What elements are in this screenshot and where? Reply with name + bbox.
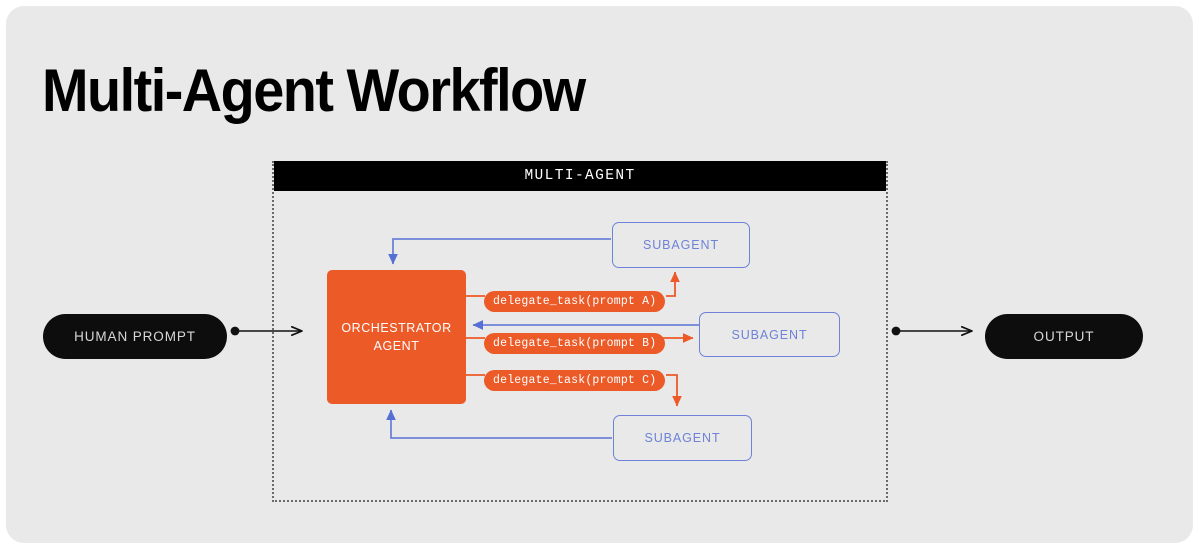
orchestrator-label-line1: ORCHESTRATOR xyxy=(341,321,452,335)
delegate-task-pill-b[interactable]: delegate_task(prompt B) xyxy=(484,333,666,354)
human-prompt-node[interactable]: HUMAN PROMPT xyxy=(43,314,227,359)
subagent-node-3[interactable]: SUBAGENT xyxy=(613,415,752,461)
output-connector-dot xyxy=(891,326,901,336)
orchestrator-label-line2: AGENT xyxy=(373,339,420,353)
subagent-node-1[interactable]: SUBAGENT xyxy=(612,222,750,268)
diagram-card: Multi-Agent Workflow MULTI-AGENT xyxy=(6,6,1193,543)
delegate-task-pill-c[interactable]: delegate_task(prompt C) xyxy=(484,370,666,391)
boundary-header-label: MULTI-AGENT xyxy=(274,161,886,191)
page-title: Multi-Agent Workflow xyxy=(42,57,586,124)
orchestrator-agent-node[interactable]: ORCHESTRATOR AGENT xyxy=(327,270,466,404)
delegate-task-pill-a[interactable]: delegate_task(prompt A) xyxy=(484,291,666,312)
output-node[interactable]: OUTPUT xyxy=(985,314,1143,359)
input-connector-dot xyxy=(230,326,240,336)
subagent-node-2[interactable]: SUBAGENT xyxy=(699,312,840,357)
